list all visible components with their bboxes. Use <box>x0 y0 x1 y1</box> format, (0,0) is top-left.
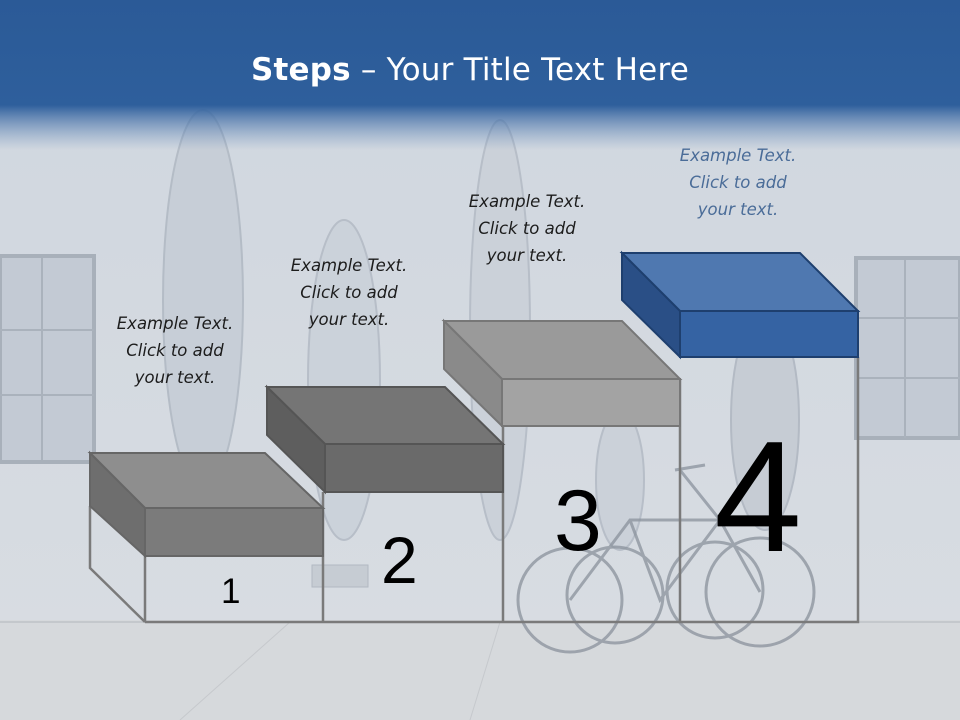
caption-line: Click to add <box>300 283 398 302</box>
caption-line: your text. <box>308 310 390 329</box>
step-2-caption[interactable]: Example Text. Click to add your text. <box>264 252 434 333</box>
step-3-number: 3 <box>554 473 602 569</box>
caption-line: Click to add <box>126 341 224 360</box>
step-3-caption[interactable]: Example Text. Click to add your text. <box>442 188 612 269</box>
step-4-block[interactable] <box>619 250 861 360</box>
caption-line: Click to add <box>478 219 576 238</box>
caption-line: your text. <box>486 246 568 265</box>
caption-line: Example Text. <box>290 256 408 275</box>
title-rest: – Your Title Text Here <box>350 52 689 88</box>
step-2-block[interactable] <box>264 384 506 495</box>
page-title[interactable]: Steps – Your Title Text Here <box>0 52 940 88</box>
step-2-number: 2 <box>381 523 418 597</box>
caption-line: Click to add <box>689 173 787 192</box>
step-1-number: 1 <box>221 572 241 611</box>
title-bold: Steps <box>250 52 351 88</box>
step-4-caption[interactable]: Example Text. Click to add your text. <box>653 142 823 223</box>
caption-line: Example Text. <box>679 146 797 165</box>
step-4-number: 4 <box>714 409 802 585</box>
caption-line: your text. <box>134 368 216 387</box>
step-3-block[interactable] <box>441 318 683 429</box>
step-1-caption[interactable]: Example Text. Click to add your text. <box>90 310 260 391</box>
caption-line: Example Text. <box>468 192 586 211</box>
caption-line: Example Text. <box>116 314 234 333</box>
caption-line: your text. <box>697 200 779 219</box>
step-1-block[interactable] <box>87 450 326 559</box>
